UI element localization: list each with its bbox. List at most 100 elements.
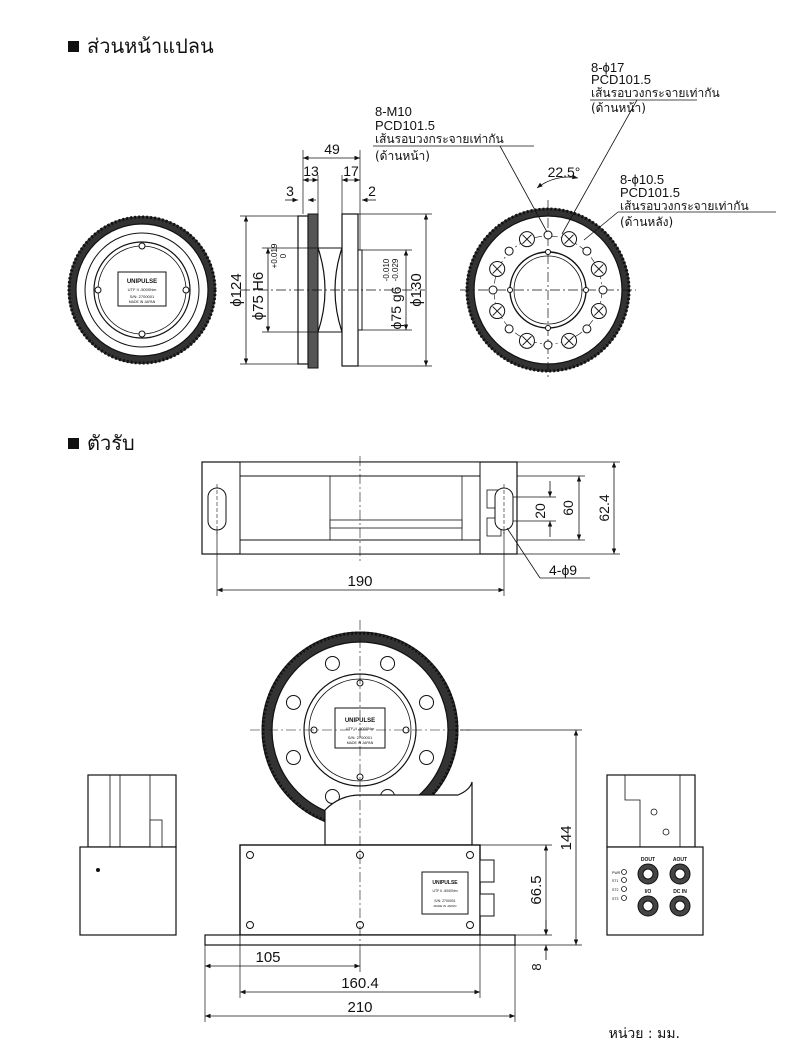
connector-dcin-label: DC IN <box>673 889 687 895</box>
dim-8: 8 <box>529 963 544 970</box>
front-plate-model: UTF II -5000Nm <box>346 726 375 731</box>
section-title-receiver: ตัวรับ <box>68 427 135 459</box>
receiver-right-side-view <box>606 774 704 936</box>
bolt-hole <box>419 694 435 710</box>
receiver-front-view <box>204 620 516 950</box>
body-plate-brand: UNIPULSE <box>432 880 458 886</box>
dim-2: 2 <box>368 183 376 199</box>
connector-aout-label: AOUT <box>673 857 687 863</box>
dim-4-holes: 4-ϕ9 <box>549 562 577 578</box>
tol-g6-upper: -0.010 <box>382 258 391 281</box>
receiver-front-labels: 144 66.5 8 105 160.4 210 <box>255 825 575 1016</box>
dim-20: 20 <box>532 503 548 519</box>
tapped-holes-pcd: PCD101.5 <box>375 118 435 133</box>
dim-190: 190 <box>347 573 372 590</box>
rear-holes-note: เส้นรอบวงกระจายเท่ากัน <box>620 199 749 213</box>
bolt-hole <box>504 246 514 256</box>
dim-62-4: 62.4 <box>596 494 612 521</box>
unit-note: หน่วย : มม. <box>608 1026 680 1042</box>
dim-phi124: ϕ124 <box>228 273 245 306</box>
front-plate-brand: UNIPULSE <box>345 718 375 724</box>
bolt-hole <box>543 340 553 350</box>
flange-front-view: UNIPULSE UTF II -5000Nm S/N: 2700001 MAD… <box>67 215 217 365</box>
receiver-top-labels: 190 20 60 62.4 4-ϕ9 <box>347 494 612 590</box>
flange-rear-view <box>460 174 636 378</box>
bolt-hole <box>285 750 301 766</box>
flange-side-dimension-labels: 49 13 17 3 2 ϕ124 ϕ75 H6 +0.019 0 ϕ75 g6… <box>228 141 425 329</box>
dim-160-4: 160.4 <box>341 975 379 992</box>
hole-mark <box>593 264 604 274</box>
dim-phi75-h6: ϕ75 H6 <box>250 272 267 320</box>
bolt-hole <box>582 246 592 256</box>
receiver-top-view <box>201 456 620 596</box>
section-title-front: ส่วนหน้าแปลน <box>68 30 214 62</box>
front-holes-side: (ด้านหน้า) <box>591 101 646 115</box>
front-plate-serial: S/N: 2700001 <box>348 735 373 740</box>
led1-label: PWR <box>612 871 621 875</box>
hole-mark <box>593 306 604 316</box>
receiver-front-dimensions <box>204 729 582 1022</box>
front-plate-origin: MADE IN JAPAN <box>347 741 374 745</box>
dim-105: 105 <box>255 949 280 966</box>
led4-label: ST3 <box>612 897 618 901</box>
bolt-hole <box>598 285 608 295</box>
dim-60: 60 <box>560 500 576 516</box>
led2-label: ST1 <box>612 879 618 883</box>
tapped-holes-count: 8-M10 <box>375 104 412 119</box>
receiver-label-plate: UNIPULSE UTF II -5000Nm S/N: 2700001 MAD… <box>345 718 458 908</box>
dim-17: 17 <box>343 163 359 179</box>
angle-label: 22.5° <box>548 164 581 180</box>
connector-io-label: I/O <box>645 889 652 895</box>
section-title-front-text: ส่วนหน้าแปลน <box>87 34 214 58</box>
label-plate-origin: MADE IN JAPAN <box>129 300 156 304</box>
tol-g6-lower: -0.029 <box>391 258 400 281</box>
body-plate-origin: MADE IN JAPAN <box>434 904 457 908</box>
flange-annotation-labels: 8-ϕ17 PCD101.5 เส้นรอบวงกระจายเท่ากัน (ด… <box>375 60 749 229</box>
hole-mark <box>522 335 532 346</box>
hole-mark <box>564 335 574 346</box>
bullet-square-icon <box>68 437 79 449</box>
connector-dout-label: DOUT <box>641 857 655 863</box>
front-holes-note: เส้นรอบวงกระจายเท่ากัน <box>591 86 720 100</box>
rear-holes-side: (ด้านหลัง) <box>620 215 673 229</box>
bolt-hole <box>582 324 592 334</box>
body-plate-serial: S/N: 2700001 <box>434 899 455 903</box>
front-holes-pcd: PCD101.5 <box>591 72 651 87</box>
dim-66-5: 66.5 <box>528 875 545 904</box>
bolt-hole <box>324 655 340 671</box>
connector-labels: DOUT AOUT I/O DC IN PWR ST1 ST2 ST3 <box>612 857 687 901</box>
hole-mark <box>492 264 503 274</box>
section-title-receiver-text: ตัวรับ <box>87 431 135 455</box>
flange-side-view <box>240 150 432 369</box>
bolt-hole <box>285 694 301 710</box>
bolt-hole <box>419 750 435 766</box>
rear-holes-count: 8-ϕ10.5 <box>620 172 664 187</box>
hole-mark <box>564 234 574 245</box>
hole-mark <box>522 234 532 245</box>
label-plate-serial: S/N: 2700001 <box>130 294 155 299</box>
bullet-square-icon <box>68 40 79 52</box>
rear-holes-pcd: PCD101.5 <box>620 185 680 200</box>
dim-210: 210 <box>347 999 372 1016</box>
dim-13: 13 <box>303 163 319 179</box>
dim-144: 144 <box>558 825 575 850</box>
bolt-hole <box>488 285 498 295</box>
dim-phi75-g6: ϕ75 g6 <box>388 286 404 329</box>
bolt-hole <box>543 230 553 240</box>
body-plate-model: UTF II -5000Nm <box>432 889 457 893</box>
hole-mark <box>492 306 503 316</box>
bolt-hole <box>380 655 396 671</box>
receiver-left-side-view <box>79 774 177 936</box>
front-holes-count: 8-ϕ17 <box>591 60 624 75</box>
flange-leaders <box>373 99 776 241</box>
label-plate-brand: UNIPULSE <box>127 279 157 285</box>
dim-49: 49 <box>324 141 340 157</box>
tol-h6-upper: +0.019 <box>270 243 279 268</box>
dim-phi130: ϕ130 <box>408 273 425 306</box>
label-plate-model: UTF II -5000Nm <box>128 287 157 292</box>
led3-label: ST2 <box>612 888 618 892</box>
bolt-hole <box>504 324 514 334</box>
tol-h6-lower: 0 <box>279 253 288 258</box>
dim-3: 3 <box>286 183 294 199</box>
